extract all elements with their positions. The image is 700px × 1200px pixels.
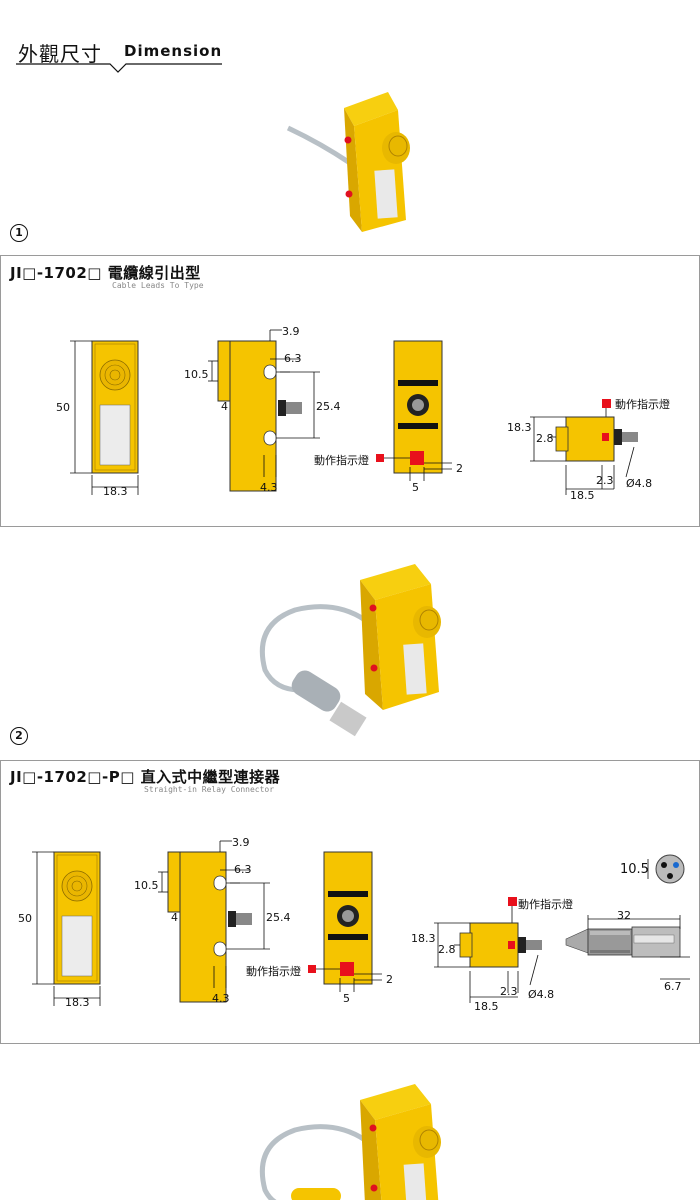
dim-width-2: 18.3 <box>65 996 90 1009</box>
front-view-drawing-2 <box>32 851 101 1006</box>
dim-6-3: 6.3 <box>284 352 302 365</box>
dim-5: 5 <box>412 481 419 494</box>
dim-4-2: 4 <box>171 911 178 924</box>
indicator-label-rear-2: 動作指示燈 <box>246 965 301 978</box>
dim-5-2: 5 <box>343 992 350 1005</box>
front-view-drawing <box>70 340 139 495</box>
dim-connector-32: 32 <box>617 909 631 922</box>
product-photo-3 <box>259 1084 441 1200</box>
dim-height-2: 50 <box>18 912 32 925</box>
dim-10-5-2: 10.5 <box>134 879 159 892</box>
section-marker-2: 2 <box>10 727 28 745</box>
section-subtitle-1: Cable Leads To Type <box>112 281 204 290</box>
title-underline <box>16 63 222 73</box>
side-view-drawing-2 <box>158 840 270 1003</box>
dim-diameter: Ø4.8 <box>626 477 653 490</box>
dim-25-4-2: 25.4 <box>266 911 291 924</box>
dim-3-9: 3.9 <box>282 325 300 338</box>
dim-connector-10-5: 10.5 <box>620 862 649 877</box>
dim-4-3-2: 4.3 <box>212 992 230 1005</box>
dim-18-3-right-2: 18.3 <box>411 932 436 945</box>
dim-height: 50 <box>56 401 70 414</box>
dim-width: 18.3 <box>103 485 128 498</box>
dim-diameter-2: Ø4.8 <box>528 988 555 1001</box>
dim-2-8: 2.8 <box>536 432 554 445</box>
dim-4: 4 <box>221 400 228 413</box>
dim-4-3: 4.3 <box>260 481 278 494</box>
section-marker-1: 1 <box>10 224 28 242</box>
dim-2: 2 <box>456 462 463 475</box>
dim-6-3-2: 6.3 <box>234 863 252 876</box>
indicator-label-rear: 動作指示燈 <box>314 454 369 467</box>
side-view-drawing <box>208 329 320 492</box>
dim-18-5-2: 18.5 <box>474 1000 499 1013</box>
dim-25-4: 25.4 <box>316 400 341 413</box>
section-title-1: JI□-1702□ 電纜線引出型 <box>10 264 201 282</box>
rear-view-drawing <box>376 340 452 481</box>
dim-2-rear-2: 2 <box>386 973 393 986</box>
dim-2-8-2: 2.8 <box>438 943 456 956</box>
dim-3-9-2: 3.9 <box>232 836 250 849</box>
connector-drawing <box>565 854 690 980</box>
product-photo-cable-type <box>286 92 410 232</box>
indicator-label-right-2: 動作指示燈 <box>518 898 573 911</box>
page-title-en: Dimension <box>124 42 223 60</box>
dim-2-3-2: 2.3 <box>500 985 518 998</box>
indicator-label-right: 動作指示燈 <box>615 398 670 411</box>
dim-10-5: 10.5 <box>184 368 209 381</box>
dim-18-3-right: 18.3 <box>507 421 532 434</box>
dim-2-3: 2.3 <box>596 474 614 487</box>
rear-view-drawing-2 <box>308 851 382 992</box>
page-title-cn: 外觀尺寸 <box>18 42 102 66</box>
section-subtitle-2: Straight-in Relay Connector <box>144 785 275 794</box>
dim-connector-6-7: 6.7 <box>664 980 682 993</box>
section-title-2: JI□-1702□-P□ 直入式中繼型連接器 <box>10 768 281 786</box>
right-view-drawing <box>530 399 638 495</box>
right-view-drawing-2 <box>434 897 542 1003</box>
dim-18-5: 18.5 <box>570 489 595 502</box>
product-photo-connector-type <box>259 564 441 737</box>
